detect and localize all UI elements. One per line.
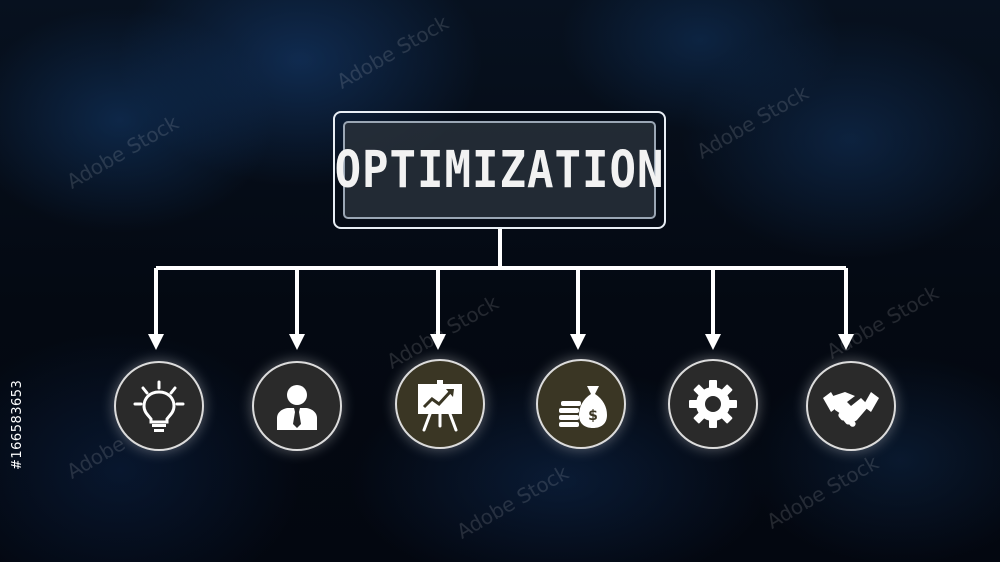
money-bag-icon: $ bbox=[559, 386, 607, 428]
presentation-chart-icon bbox=[418, 380, 462, 432]
gear-icon bbox=[689, 380, 737, 428]
title-panel: OPTIMIZATION bbox=[335, 121, 663, 219]
node-lightbulb bbox=[114, 361, 204, 451]
svg-text:$: $ bbox=[588, 408, 598, 424]
lightbulb-icon bbox=[133, 380, 185, 432]
node-handshake bbox=[806, 361, 896, 451]
handshake-icon bbox=[823, 392, 879, 427]
page-title: OPTIMIZATION bbox=[334, 140, 665, 200]
title-box: OPTIMIZATION bbox=[333, 111, 666, 229]
node-presentation bbox=[395, 359, 485, 449]
businessman-icon bbox=[277, 385, 317, 430]
node-gear bbox=[668, 359, 758, 449]
node-money: $ bbox=[536, 359, 626, 449]
node-businessman bbox=[252, 361, 342, 451]
